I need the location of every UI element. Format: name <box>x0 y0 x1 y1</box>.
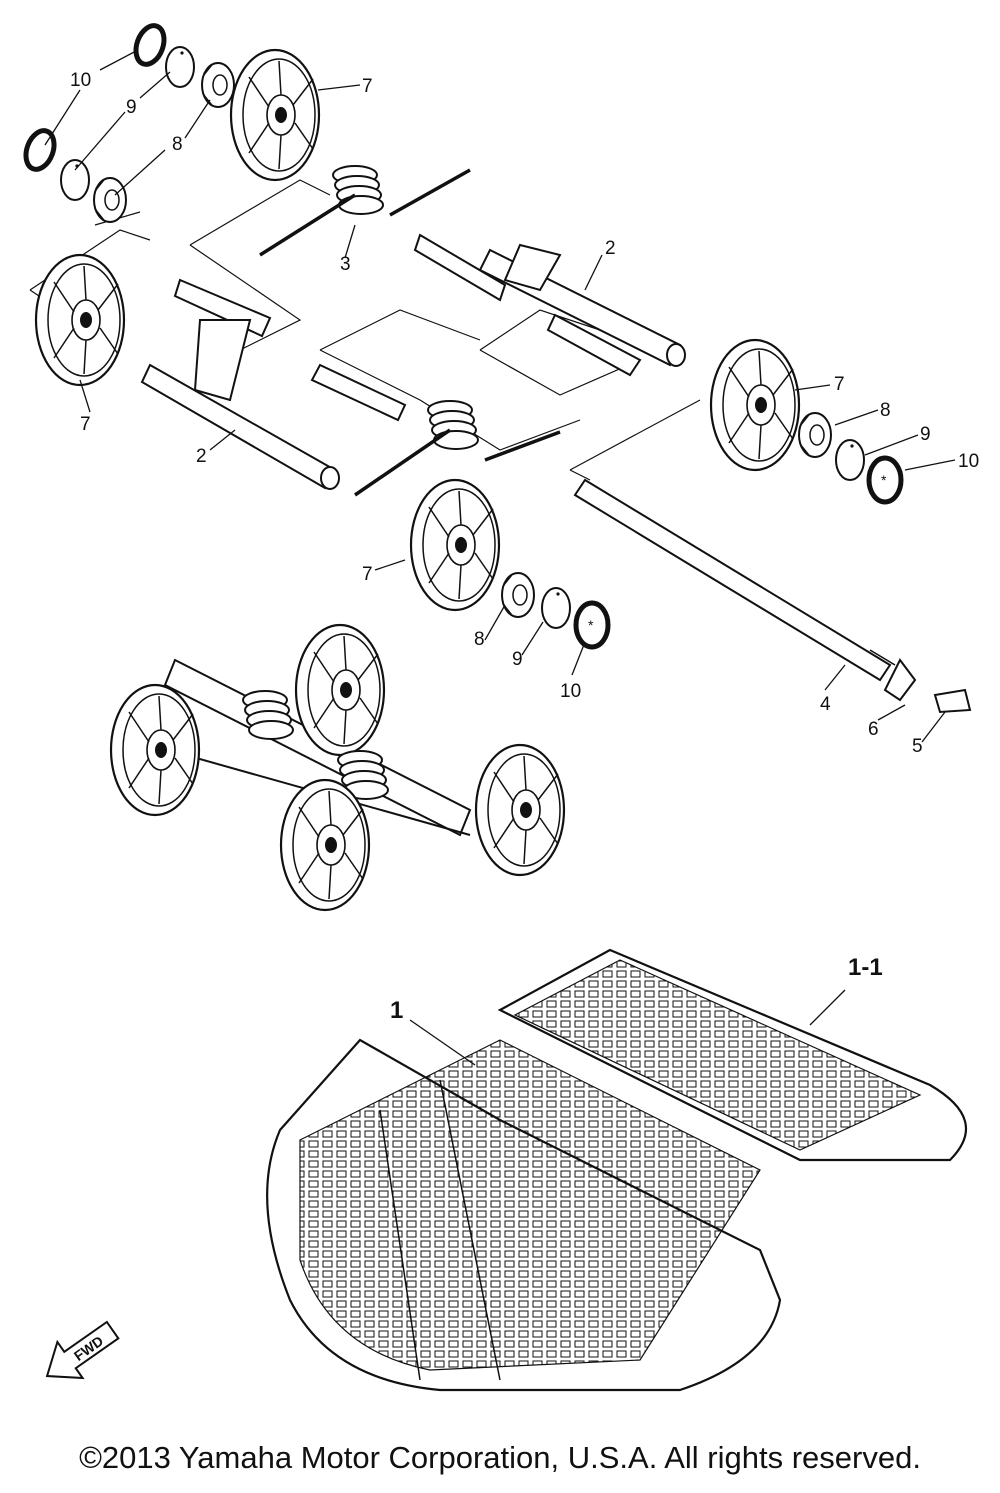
circlip-right <box>835 439 865 481</box>
callout-9-right: 9 <box>920 424 931 445</box>
top-left-parts <box>23 23 235 223</box>
cap-right <box>869 458 901 502</box>
callout-9-center: 9 <box>512 649 523 670</box>
wheel-right <box>709 338 801 472</box>
callout-3: 3 <box>340 254 351 275</box>
long-axle <box>573 478 972 714</box>
track-belt-1 <box>266 1038 782 1392</box>
exploded-parts-diagram: * <box>23 23 979 1392</box>
fwd-arrow-icon: FWD <box>45 1320 120 1380</box>
callout-1-1: 1-1 <box>848 954 883 981</box>
callout-7-top: 7 <box>362 76 373 97</box>
copyright-notice: ©2013 Yamaha Motor Corporation, U.S.A. A… <box>79 1440 921 1475</box>
callout-7-center: 7 <box>362 564 373 585</box>
wheel-left <box>34 253 126 387</box>
pivot-arm-lower <box>140 278 407 490</box>
bearing-right <box>798 412 832 458</box>
callout-7-left: 7 <box>80 414 91 435</box>
callout-10-topleft: 10 <box>70 70 91 91</box>
callout-2-left: 2 <box>196 446 207 467</box>
callout-8-center: 8 <box>474 629 485 650</box>
callout-2-right: 2 <box>605 238 616 259</box>
callout-1: 1 <box>390 997 403 1024</box>
callout-4: 4 <box>820 694 831 715</box>
cap-center <box>576 603 608 647</box>
callout-9-topleft: 9 <box>126 97 137 118</box>
circlip-center <box>541 587 571 629</box>
track-belt-1-1 <box>497 948 967 1162</box>
wheel-center <box>409 478 501 612</box>
spring-top <box>259 165 471 257</box>
wheel-top <box>229 48 321 182</box>
callout-6: 6 <box>868 719 879 740</box>
bearing-center <box>501 572 535 618</box>
callout-7-right: 7 <box>834 374 845 395</box>
pivot-arm-upper <box>413 233 686 377</box>
assembled-suspension <box>109 623 566 912</box>
callout-8-topleft: 8 <box>172 134 183 155</box>
callout-5: 5 <box>912 736 923 757</box>
callout-leaders <box>44 49 956 1066</box>
callout-10-right: 10 <box>958 451 979 472</box>
callout-10-center: 10 <box>560 681 581 702</box>
spring-center <box>354 400 561 497</box>
callout-8-right: 8 <box>880 400 891 421</box>
